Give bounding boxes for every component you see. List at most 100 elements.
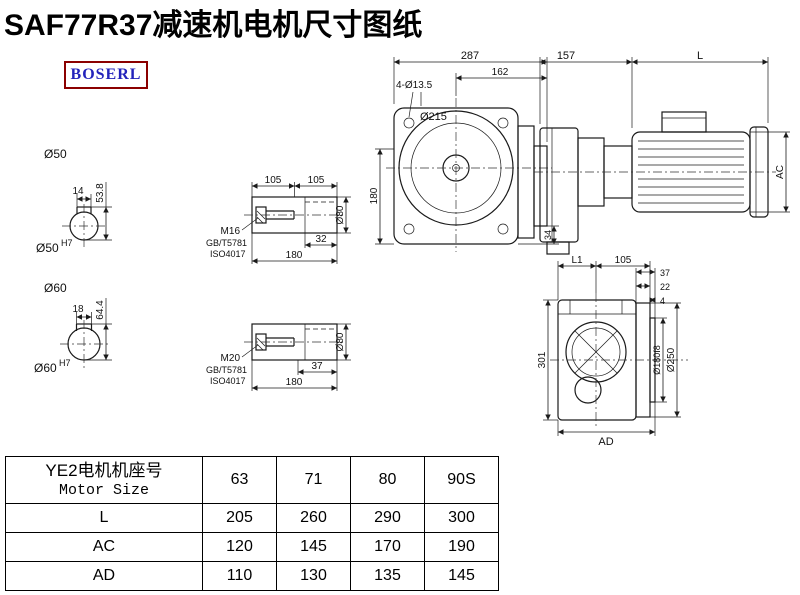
boserl-logo: BOSERL — [64, 61, 148, 89]
cell-L-80: 290 — [350, 503, 425, 533]
side-gear-length-dim — [539, 57, 633, 128]
cell-AD-80: 135 — [350, 561, 425, 591]
motor-side-view: 157 L AC — [534, 50, 790, 255]
output-top-bosses — [569, 300, 623, 314]
dim-label-end16-105b: 105 — [308, 175, 325, 186]
motor-size-63: 63 — [202, 456, 277, 504]
shaft50-key-height-dim — [84, 182, 112, 241]
shaft-end20-dia-dim — [337, 323, 351, 361]
dim-label-side-AC: AC — [775, 165, 786, 179]
shaft-end16-top-dims — [251, 182, 338, 197]
output-plug-circle — [574, 376, 602, 404]
row-label-AC: AC — [5, 532, 203, 562]
dim-label-output-AD: AD — [598, 436, 613, 448]
shaft-section-50-view: Ø50 14 53.8 — [36, 147, 112, 255]
front-upper-width-dim — [455, 73, 547, 96]
shaft-end16-total-dim — [251, 233, 338, 264]
motor-terminal-box — [661, 111, 707, 133]
cell-L-63: 205 — [202, 503, 277, 533]
gearbox-front-view: 287 162 4-Ø13.5 Ø215 180 — [369, 50, 559, 252]
output-spigot-dim — [655, 317, 667, 403]
cell-AC-80: 170 — [350, 532, 425, 562]
dim-label-od60: Ø60 — [44, 281, 67, 295]
shaft-end16-dia-dim — [337, 196, 351, 234]
motor-dimension-table: YE2电机机座号 Motor Size 63 71 80 90S L 205 2… — [5, 456, 499, 591]
dim-label-end16-bolt: M16 — [221, 226, 241, 237]
shaft-section-60-view: Ø60 18 64.4 — [34, 281, 112, 375]
dim-label-end16-std1: GB/T5781 — [206, 238, 247, 248]
dim-label-keyw60: 18 — [72, 304, 84, 315]
table-header-row: YE2电机机座号 Motor Size 63 71 80 90S — [5, 456, 499, 504]
dim-label-bore60: Ø60 — [34, 361, 57, 375]
cell-AD-71: 130 — [276, 561, 351, 591]
front-bolt-holes — [403, 117, 509, 235]
dim-label-front-180: 180 — [369, 187, 380, 204]
dim-label-end20-total: 180 — [286, 377, 303, 388]
dim-label-keyw50: 14 — [72, 186, 84, 197]
output-width-dim — [557, 402, 656, 436]
front-height-dim — [375, 148, 394, 245]
dim-label-end20-keylen: 37 — [311, 361, 323, 372]
shaft50-centerlines — [62, 204, 106, 248]
dim-label-end16-105a: 105 — [265, 175, 282, 186]
side-motor-height-dim — [750, 131, 790, 213]
dim-label-end16-dia: Ø80 — [335, 205, 346, 224]
shaft-end20-keylen-dim — [297, 360, 338, 375]
dim-label-front-287: 287 — [461, 50, 479, 62]
table-row-L: L 205 260 290 300 — [5, 503, 499, 533]
dim-label-output-spigot: Ø180f8 — [652, 345, 662, 375]
cell-AD-63: 110 — [202, 561, 277, 591]
output-flange-view: L1 105 37 22 4 301 Ø180 — [537, 255, 688, 448]
dim-label-bore50: Ø50 — [36, 241, 59, 255]
cell-AC-90s: 190 — [424, 532, 499, 562]
dim-label-end20-std1: GB/T5781 — [206, 365, 247, 375]
row-label-AD: AD — [5, 561, 203, 591]
motor-size-header-cell: YE2电机机座号 Motor Size — [5, 456, 203, 504]
front-centerlines — [386, 98, 552, 252]
dim-label-od50: Ø50 — [44, 147, 67, 161]
cell-L-71: 260 — [276, 503, 351, 533]
shaft60-key-height-dim — [84, 298, 112, 361]
motor-size-71: 71 — [276, 456, 351, 504]
technical-drawing-canvas: Ø50 14 53.8 — [34, 50, 790, 448]
motor-size-label-cn: YE2电机机座号 — [45, 461, 163, 481]
dim-label-front-holes: 4-Ø13.5 — [396, 80, 433, 91]
end20-bolt-leader — [241, 344, 259, 358]
motor-size-label-en: Motor Size — [58, 481, 149, 499]
dim-label-keyh50: 53.8 — [95, 183, 106, 203]
motor-size-80: 80 — [350, 456, 425, 504]
dim-label-end20-std2: ISO4017 — [210, 376, 246, 386]
side-motor-length-dim — [632, 57, 769, 123]
cell-L-90s: 300 — [424, 503, 499, 533]
cell-AC-71: 145 — [276, 532, 351, 562]
front-foot-dim — [518, 225, 559, 245]
end16-bolt-leader — [241, 217, 259, 231]
dim-label-output-4: 4 — [660, 296, 665, 306]
dim-label-output-301: 301 — [537, 351, 548, 368]
dim-label-end16-keylen: 32 — [315, 234, 327, 245]
cell-AD-90s: 145 — [424, 561, 499, 591]
dim-label-end20-bolt: M20 — [221, 353, 241, 364]
side-gear-housing — [539, 127, 579, 243]
shaft50-key-width-dim — [76, 194, 92, 208]
row-label-L: L — [5, 503, 203, 533]
output-l1-dim — [557, 261, 651, 303]
dim-label-front-34: 34 — [543, 230, 553, 240]
motor-fins — [638, 140, 744, 204]
dim-label-bore60-fit: H7 — [59, 358, 71, 368]
dim-label-output-22: 22 — [660, 282, 670, 292]
dim-label-output-105: 105 — [615, 255, 632, 266]
dim-label-end16-total: 180 — [286, 250, 303, 261]
motor-size-90s: 90S — [424, 456, 499, 504]
dim-label-output-37: 37 — [660, 268, 670, 278]
side-output-stub — [546, 241, 570, 255]
dim-label-front-162: 162 — [492, 67, 509, 78]
dim-label-keyh60: 64.4 — [95, 300, 106, 320]
front-holes-leaders — [408, 91, 422, 118]
shaft-end-m20-view: Ø80 37 180 M20 GB/T5781 ISO4017 — [206, 323, 351, 391]
dim-label-end16-std2: ISO4017 — [210, 249, 246, 259]
dim-label-end20-dia: Ø80 — [335, 332, 346, 351]
dim-label-bore50-fit: H7 — [61, 238, 73, 248]
dim-label-side-L: L — [697, 50, 703, 62]
